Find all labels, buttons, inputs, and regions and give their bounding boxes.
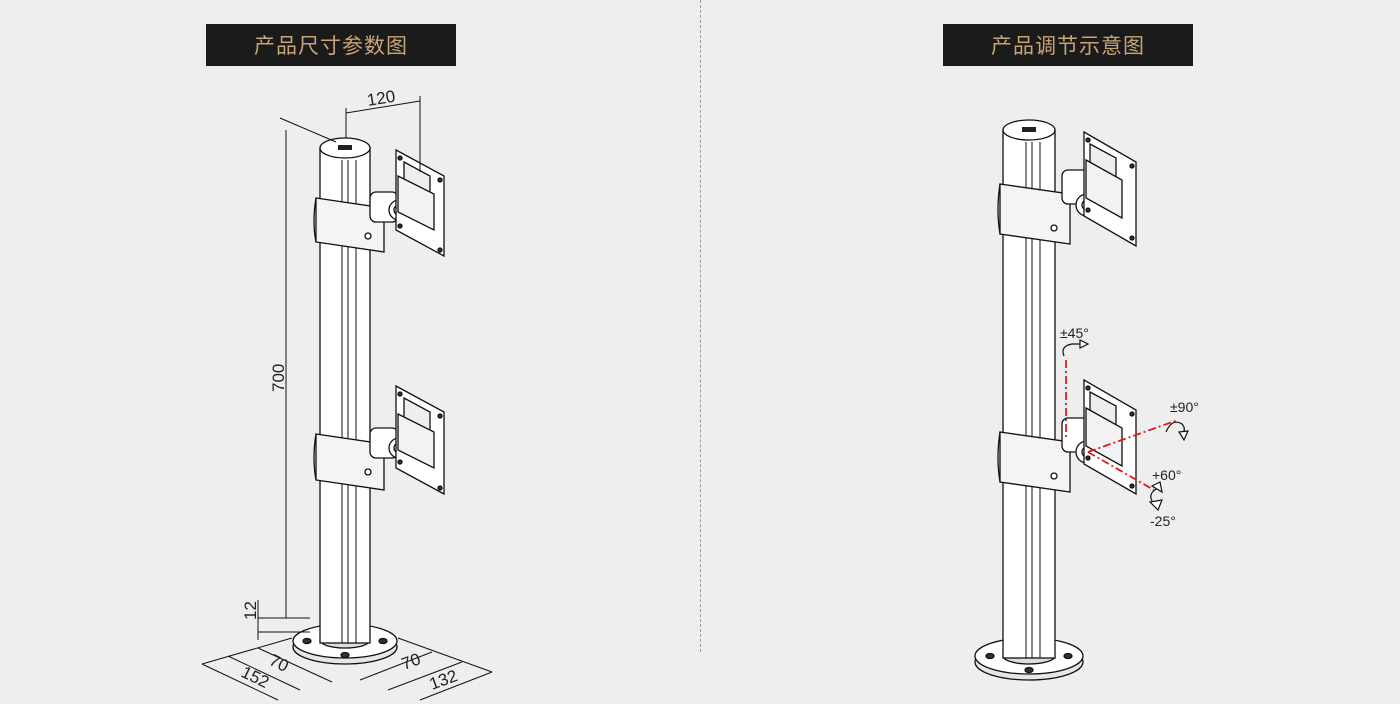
dimensions-panel: 产品尺寸参数图 [201, 24, 493, 701]
dimensions-title: 产品尺寸参数图 [206, 24, 456, 66]
adjustment-drawing: ±45° ±90° +60° -25° [974, 119, 1199, 681]
rotate-arrowhead-icon [1177, 430, 1189, 442]
angle-labels: ±45° ±90° +60° -25° [1060, 325, 1199, 529]
swivel-arrowhead-icon [1079, 339, 1090, 349]
adjustment-title: 产品调节示意图 [943, 24, 1193, 66]
swivel-arrow-icon [1062, 343, 1080, 357]
lower-mount [997, 378, 1137, 496]
upper-mount [313, 148, 445, 258]
dim-base-thickness: 12 [241, 601, 260, 620]
swivel-angle: ±45° [1060, 325, 1089, 341]
dim-base-right-depth: 132 [427, 666, 460, 694]
tilt-arrowhead-down-icon [1148, 499, 1163, 512]
tilt-up-angle: +60° [1152, 467, 1181, 483]
dim-height: 700 [269, 364, 288, 392]
tilt-down-angle: -25° [1150, 513, 1176, 529]
dim-base-right-inner: 70 [399, 649, 423, 673]
rotation-arrows [1062, 339, 1189, 512]
dimensions-drawing: 120 700 12 152 70 70 132 [201, 87, 493, 701]
dimension-lines [201, 96, 493, 701]
adjustment-axes [1065, 360, 1179, 491]
dim-top-offset: 120 [366, 87, 397, 110]
center-divider [700, 0, 701, 652]
rotate-angle: ±90° [1170, 399, 1199, 415]
upper-mount [997, 130, 1137, 248]
dim-base-left-inner: 70 [266, 651, 291, 676]
tilt-arrowhead-up-icon [1150, 481, 1163, 494]
adjustment-panel: 产品调节示意图 [702, 0, 1400, 704]
rotate-arrow-icon [1165, 421, 1185, 435]
tilt-axis [1087, 451, 1155, 491]
lower-mount [313, 384, 445, 496]
